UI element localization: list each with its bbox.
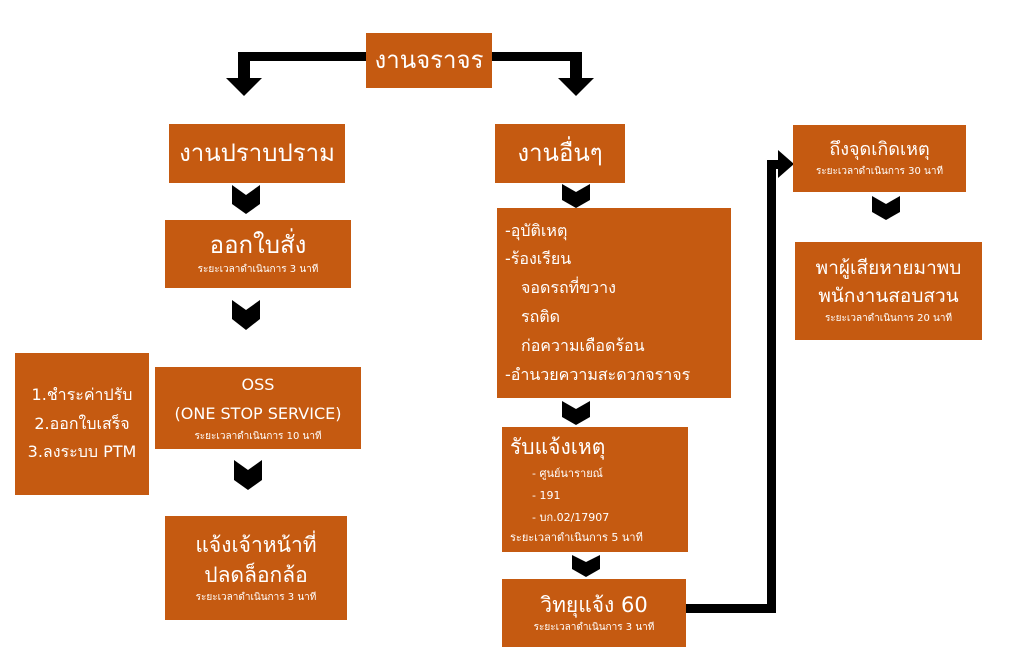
oss-duration: ระยะเวลาดำเนินการ 10 นาที [194, 430, 322, 442]
chevron-down-icon [872, 196, 900, 220]
investigate-box: พาผู้เสียหายมาพบ พนักงานสอบสวน ระยะเวลาด… [795, 242, 982, 340]
chevron-down-icon [232, 185, 260, 214]
arrive-box: ถึงจุดเกิดเหตุ ระยะเวลาดำเนินการ 30 นาที [793, 125, 966, 192]
investigate-line1: พาผู้เสียหายมาพบ [815, 257, 962, 280]
category-item: -อำนวยความสะดวกจราจร [505, 364, 691, 384]
other-work-box: งานอื่นๆ [495, 124, 625, 183]
oss-steps-box: 1.ชำระค่าปรับ 2.ออกใบเสร็จ 3.ลงระบบ PTM [15, 353, 149, 495]
arrive-title: ถึงจุดเกิดเหตุ [829, 139, 930, 161]
category-item: -อุบัติเหตุ [505, 220, 568, 240]
oss-step: 1.ชำระค่าปรับ [31, 384, 133, 404]
oss-step: 2.ออกใบเสร็จ [34, 413, 130, 433]
report-title: รับแจ้งเหตุ [510, 435, 606, 460]
chevron-down-icon [572, 555, 600, 577]
category-subitem: รถติด [521, 307, 561, 326]
ticket-title: ออกใบสั่ง [209, 231, 307, 260]
other-work-title: งานอื่นๆ [517, 138, 603, 167]
unlock-duration: ระยะเวลาดำเนินการ 3 นาที [195, 592, 317, 604]
report-channel: - 191 [532, 488, 561, 502]
report-box: รับแจ้งเหตุ - ศูนย์นารายณ์ - 191 - บก.02… [502, 427, 688, 552]
root-to-right-arrow [492, 52, 594, 96]
suppression-box: งานปราบปราม [169, 124, 345, 183]
ticket-duration: ระยะเวลาดำเนินการ 3 นาที [197, 263, 319, 275]
unlock-line1: แจ้งเจ้าหน้าที่ [195, 532, 317, 557]
root-box: งานจราจร [366, 33, 492, 88]
report-channel: - บก.02/17907 [532, 510, 610, 524]
chevron-down-icon [232, 300, 260, 330]
category-subitem: จอดรถที่ขวาง [521, 278, 616, 298]
report-channel: - ศูนย์นารายณ์ [532, 466, 603, 480]
unlock-line2: ปลดล็อกล้อ [204, 563, 308, 587]
oss-box: OSS (ONE STOP SERVICE) ระยะเวลาดำเนินการ… [155, 367, 361, 449]
radio-title: วิทยุแจ้ง 60 [540, 592, 648, 617]
investigate-duration: ระยะเวลาดำเนินการ 20 นาที [824, 312, 953, 324]
oss-subtitle: (ONE STOP SERVICE) [174, 404, 342, 423]
investigate-line2: พนักงานสอบสวน [818, 285, 959, 307]
categories-box: -อุบัติเหตุ -ร้องเรียน จอดรถที่ขวาง รถติ… [497, 208, 731, 398]
category-subitem: ก่อความเดือดร้อน [521, 335, 645, 355]
ticket-box: ออกใบสั่ง ระยะเวลาดำเนินการ 3 นาที [165, 220, 351, 288]
chevron-down-icon [562, 401, 590, 425]
oss-title: OSS [241, 375, 275, 395]
report-duration: ระยะเวลาดำเนินการ 5 นาที [510, 530, 643, 544]
root-to-left-arrow [226, 52, 368, 96]
unlock-box: แจ้งเจ้าหน้าที่ ปลดล็อกล้อ ระยะเวลาดำเนิ… [165, 516, 347, 620]
radio-duration: ระยะเวลาดำเนินการ 3 นาที [533, 622, 655, 634]
chevron-down-icon [562, 184, 590, 208]
suppression-title: งานปราบปราม [179, 138, 335, 167]
root-title: งานจราจร [374, 45, 484, 74]
radio-to-arrive-arrow [685, 150, 794, 613]
chevron-down-icon [234, 460, 262, 490]
radio-box: วิทยุแจ้ง 60 ระยะเวลาดำเนินการ 3 นาที [502, 579, 686, 647]
oss-step: 3.ลงระบบ PTM [27, 442, 137, 462]
category-item: -ร้องเรียน [505, 249, 572, 269]
arrive-duration: ระยะเวลาดำเนินการ 30 นาที [815, 165, 944, 177]
